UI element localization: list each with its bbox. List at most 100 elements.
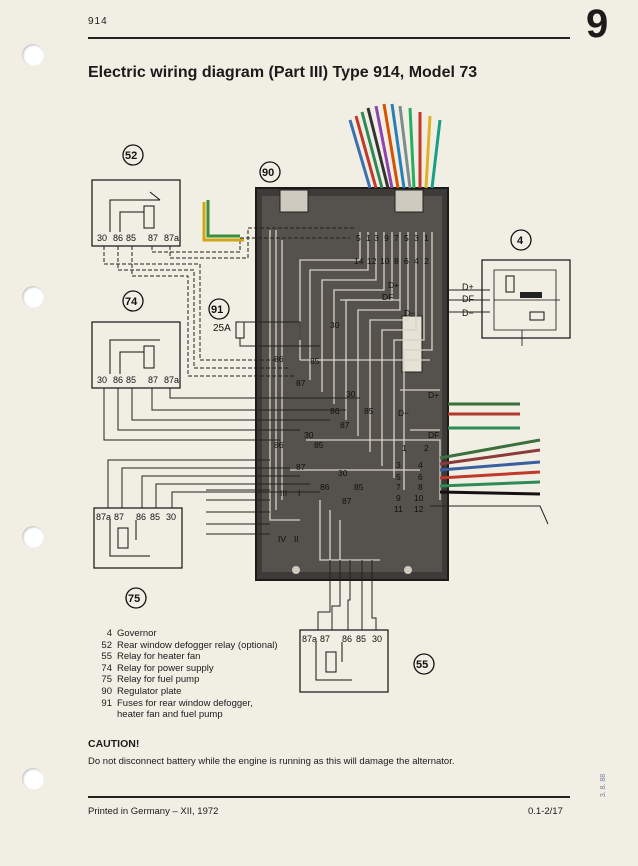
binder-hole: [22, 286, 44, 308]
plate-pin-label: 1: [424, 233, 429, 243]
terminal-label: 87a: [96, 512, 111, 522]
dplus-label: DF: [382, 292, 393, 302]
date-stamp: 3. 8. 88: [600, 773, 608, 798]
plate-term-label: 85: [314, 440, 324, 450]
plate-term-label: 85: [310, 356, 320, 366]
wires: [103, 227, 549, 630]
plate-term-label: 30: [346, 389, 356, 399]
plate-pin-label: 12: [367, 256, 377, 266]
governor: D+ DF D−: [462, 259, 571, 346]
page-code: 0.1-2/17: [528, 806, 563, 817]
plate-pin-label: 2: [424, 256, 429, 266]
print-note: Printed in Germany – XII, 1972: [88, 806, 219, 817]
plate-pin-label: 3: [374, 233, 379, 243]
terminal-label: 85: [126, 375, 136, 385]
plate-term-label: 87: [340, 420, 350, 430]
terminal-label: 87: [148, 233, 158, 243]
plate-term-label: 87: [296, 462, 306, 472]
terminal-label: 30: [372, 634, 382, 644]
fuse-mark: IV: [278, 534, 286, 544]
terminal-label: 30: [166, 512, 176, 522]
fuse-91: [235, 321, 245, 339]
governor-terminal: DF: [462, 294, 474, 304]
plate-term-label: 87: [342, 496, 352, 506]
plate-term-label: 86: [274, 354, 284, 364]
fuse-mark: II: [294, 534, 299, 544]
plate-pin-label: 4: [414, 256, 419, 266]
terminal-label: 87: [320, 634, 330, 644]
terminal-label: 87a: [164, 233, 179, 243]
component-4-label: 4: [517, 235, 524, 247]
legend-item: heater fan and fuel pump: [117, 709, 223, 721]
terminal-label: 85: [356, 634, 366, 644]
component-90-label: 90: [262, 167, 274, 179]
relay-52: 30 86 85 87 87a: [91, 179, 181, 247]
plate-pin-label: 3: [414, 233, 419, 243]
dplus-label: D+: [388, 280, 399, 290]
plate-pin-label: 10: [414, 493, 424, 503]
binder-hole: [22, 526, 44, 548]
fuse-rating: 25A: [213, 323, 231, 334]
plate-pin-label: 7: [394, 233, 399, 243]
regulator-plate: [255, 187, 449, 581]
relay-55: 87a 87 86 85 30: [299, 629, 389, 693]
terminal-label: 86: [136, 512, 146, 522]
terminal-label: 86: [113, 375, 123, 385]
dplus-label: D+: [428, 390, 439, 400]
plate-pin-label: 3: [396, 460, 401, 470]
page-title: Electric wiring diagram (Part III) Type …: [88, 64, 478, 81]
plate-pin-label: 9: [396, 493, 401, 503]
plate-term-label: 87: [296, 378, 306, 388]
plate-term-label: 86: [320, 482, 330, 492]
component-91-label: 91: [211, 304, 223, 316]
terminal-label: 85: [150, 512, 160, 522]
plate-term-label: 30: [304, 430, 314, 440]
terminal-label: 86: [113, 233, 123, 243]
colored-wires: [202, 103, 541, 496]
fuse-mark: III: [280, 488, 287, 498]
plate-pin-label: 11: [394, 504, 403, 514]
header-rule: [88, 37, 570, 39]
component-52-label: 52: [125, 150, 137, 162]
plate-pin-label: 14: [354, 256, 364, 266]
binder-hole: [22, 768, 44, 790]
plate-pin-label: 1: [402, 443, 407, 453]
dplus-label: D−: [398, 408, 409, 418]
component-55-label: 55: [416, 659, 428, 671]
terminal-label: 85: [126, 233, 136, 243]
plate-pin-label: 10: [380, 256, 390, 266]
dplus-label: DF: [428, 430, 439, 440]
plate-pin-label: 5: [356, 233, 361, 243]
section-number: 9: [586, 2, 609, 46]
binder-hole: [22, 44, 44, 66]
plate-labels: 5 1 3 9 7 5 3 1 14 12 10 8 6 4 2 30 86 8…: [274, 233, 439, 544]
plate-pin-label: 7: [396, 482, 401, 492]
caution-heading: CAUTION!: [88, 738, 140, 750]
relay-74: 30 86 85 87 87a: [91, 321, 181, 389]
terminal-label: 87: [148, 375, 158, 385]
dplus-label: D−: [404, 308, 415, 318]
plate-pin-label: 8: [394, 256, 399, 266]
relay-75: 87a 87 86 85 30: [93, 507, 183, 569]
plate-term-label: 85: [364, 406, 374, 416]
plate-pin-label: 6: [404, 256, 409, 266]
caution-text: Do not disconnect battery while the engi…: [88, 756, 455, 767]
terminal-label: 87a: [302, 634, 317, 644]
plate-pin-label: 2: [424, 443, 429, 453]
component-markers: 52 90 74 91 4 75 55 25A: [122, 144, 532, 675]
plate-term-label: 85: [354, 482, 364, 492]
plate-pin-label: 12: [414, 504, 424, 514]
terminal-label: 30: [97, 233, 107, 243]
governor-terminal: D+: [462, 282, 474, 292]
component-74-label: 74: [125, 296, 138, 308]
terminal-label: 87: [114, 512, 124, 522]
plate-pin-label: 5: [404, 233, 409, 243]
